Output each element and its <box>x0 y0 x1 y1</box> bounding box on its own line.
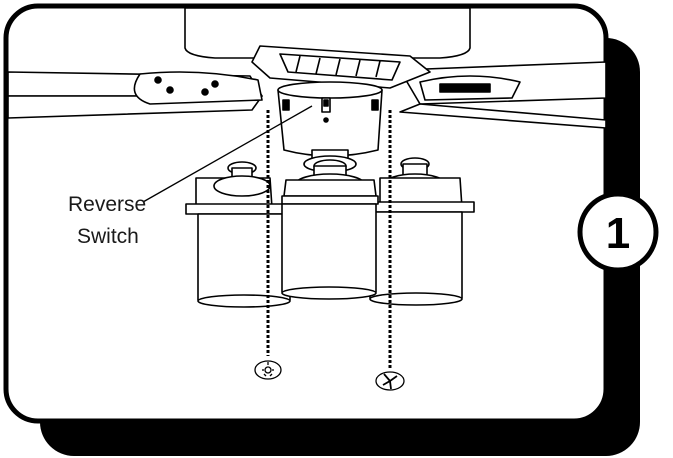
light-shade-center <box>281 203 377 297</box>
pull-chains <box>254 110 405 391</box>
motor-housing <box>184 7 471 59</box>
step-number: 1 <box>606 209 630 258</box>
reverse-switch-label-line2: Switch <box>77 225 139 248</box>
fan-pull-chain <box>375 110 405 391</box>
reverse-switch-label-line1: Reverse <box>68 193 146 216</box>
light-pull-chain-icon <box>254 360 282 380</box>
light-shade-left <box>197 213 291 305</box>
light-shade-right <box>369 211 463 303</box>
callout-leader-line <box>142 105 313 203</box>
step-badge <box>577 191 659 273</box>
light-pull-chain <box>254 110 282 380</box>
